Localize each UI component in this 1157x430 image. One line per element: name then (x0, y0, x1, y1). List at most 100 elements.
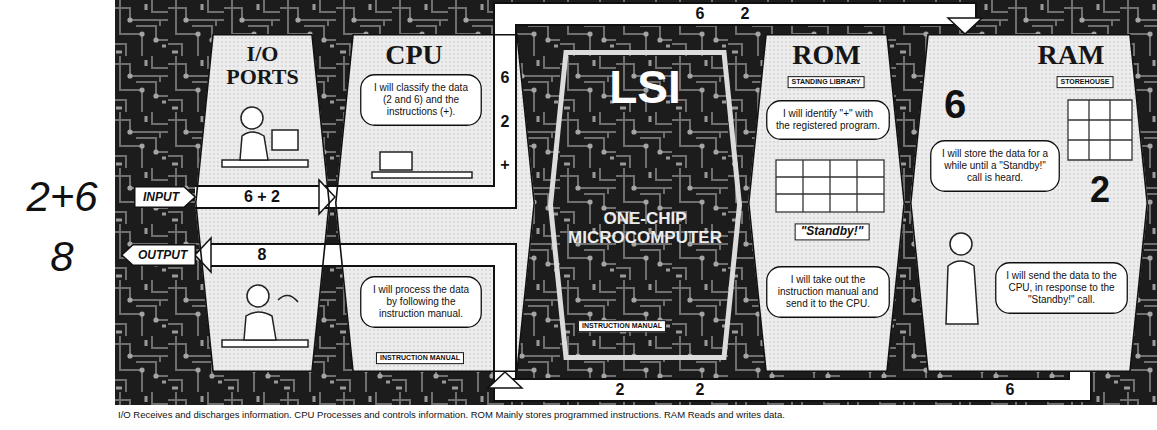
label-anchor: 6 (499, 70, 512, 86)
band-fill (505, 14, 965, 34)
band-outline (505, 14, 965, 34)
hexagon-outline (911, 35, 1147, 371)
label-anchor: 6 (944, 84, 966, 124)
label-anchor: STANDING LIBRARY (788, 76, 865, 88)
label-anchor: 6 + 2 (242, 189, 282, 205)
band-fill (318, 34, 505, 197)
person-head (241, 107, 263, 129)
speech-text: I will process the data by following the… (370, 284, 472, 320)
band-fill (211, 245, 335, 265)
operator-figure (222, 107, 308, 167)
port-label: OUTPUT (138, 244, 187, 266)
band-outline (505, 372, 1080, 390)
sign-board: STOREHOUSE (1057, 76, 1114, 88)
speech-bubble: I will process the data by following the… (360, 276, 482, 328)
speech-bubble: I will identify "+" with the registered … (766, 100, 890, 140)
label-anchor: 8 (256, 247, 269, 263)
speech-bubble: I will send the data to the CPU, in resp… (995, 262, 1128, 314)
label-anchor: 6 (1004, 382, 1017, 398)
port-label: INPUT (143, 186, 179, 208)
band-outline (195, 185, 319, 209)
input-expression: 2+6 (26, 176, 97, 218)
manual-sheet: INSTRUCTION MANUAL (578, 320, 666, 332)
callout-flag: "Standby!" (795, 223, 870, 240)
caption-anchor: I/O Receives and discharges information.… (118, 409, 785, 420)
person-head (247, 285, 269, 307)
desk-figure (372, 152, 472, 178)
person-body (244, 312, 276, 340)
person-body (240, 132, 268, 160)
band-number: 6 (694, 6, 707, 22)
label-anchor: + (498, 157, 511, 173)
port-arrow-outline (122, 245, 196, 266)
speech-bubble-outline (767, 267, 890, 318)
speech-bubble-outline (996, 263, 1128, 314)
speech-bubble-outline (361, 277, 482, 328)
caption: I/O Receives and discharges information.… (118, 409, 785, 420)
hexagon-outline (749, 35, 904, 371)
speech-text: I will classify the data (2 and 6) and t… (370, 82, 472, 118)
program-shelf (776, 160, 884, 212)
band-number: 2 (614, 382, 627, 398)
band-number: 2 (739, 6, 752, 22)
stored-number: 6 (944, 84, 966, 124)
lsi-chip: LSI ONE-CHIP MICROCOMPUTER (548, 50, 742, 360)
label-anchor: INSTRUCTION MANUAL (376, 352, 464, 364)
operator-figure (222, 285, 308, 347)
chip-subtitle: ONE-CHIP MICROCOMPUTER (564, 209, 726, 248)
panel-heading: RAM (1020, 40, 1122, 69)
shelf-grid (1068, 100, 1132, 160)
band-number: 2 (694, 382, 707, 398)
label-anchor: 2 (499, 114, 512, 130)
label-anchor: INSTRUCTION MANUAL (578, 320, 666, 332)
person-head (950, 233, 972, 255)
panel-heading: I/O PORTS (215, 42, 310, 88)
label-anchor: 2 (1090, 172, 1110, 208)
arrow-head (488, 372, 522, 388)
data-band (488, 372, 1080, 390)
speech-text: I will store the data for a while until … (940, 148, 1050, 184)
speech-bubble: I will store the data for a while until … (930, 140, 1060, 192)
chip-title: LSI (564, 62, 726, 113)
label-anchor: 8 (50, 236, 73, 278)
speech-text: I will take out the instruction manual a… (776, 274, 880, 310)
storehouse-shelf (1068, 100, 1132, 160)
telephone (278, 295, 298, 302)
desk (222, 160, 308, 167)
speech-bubble-outline (767, 101, 890, 140)
panel-fill (910, 34, 1148, 372)
stored-number: 2 (1090, 172, 1110, 208)
shelf-frame (1068, 100, 1132, 160)
band-number: 6 (499, 70, 512, 86)
clerk-figure (946, 233, 978, 324)
band-fill (505, 372, 1080, 390)
desk (372, 172, 472, 178)
label-anchor: 2+6 (26, 176, 97, 218)
label-anchor: "Standby!" (795, 223, 870, 240)
band-number: 2 (499, 114, 512, 130)
band-number: 8 (256, 247, 269, 263)
sign-board: STANDING LIBRARY (788, 76, 865, 88)
input-arrow: INPUT (134, 186, 196, 208)
speech-bubble: I will take out the instruction manual a… (766, 266, 890, 318)
band-outline (318, 34, 505, 197)
speech-bubble-outline (361, 75, 482, 126)
desk (222, 340, 308, 347)
circuit-board-ground (115, 0, 1157, 405)
data-band (195, 238, 335, 272)
panel-fill (195, 34, 330, 372)
band-fill (195, 187, 319, 207)
label-anchor: 2 (614, 382, 627, 398)
hexagon-outline (336, 35, 534, 371)
document (272, 130, 298, 150)
manual-sheet: INSTRUCTION MANUAL (376, 352, 464, 364)
band-number: + (498, 157, 511, 173)
label-anchor: 2 (694, 382, 707, 398)
monitor (380, 152, 412, 170)
hexagon-outline (196, 35, 329, 371)
output-result: 8 (50, 236, 73, 278)
shelf-grid (776, 160, 884, 212)
speech-text: I will identify "+" with the registered … (776, 108, 880, 132)
